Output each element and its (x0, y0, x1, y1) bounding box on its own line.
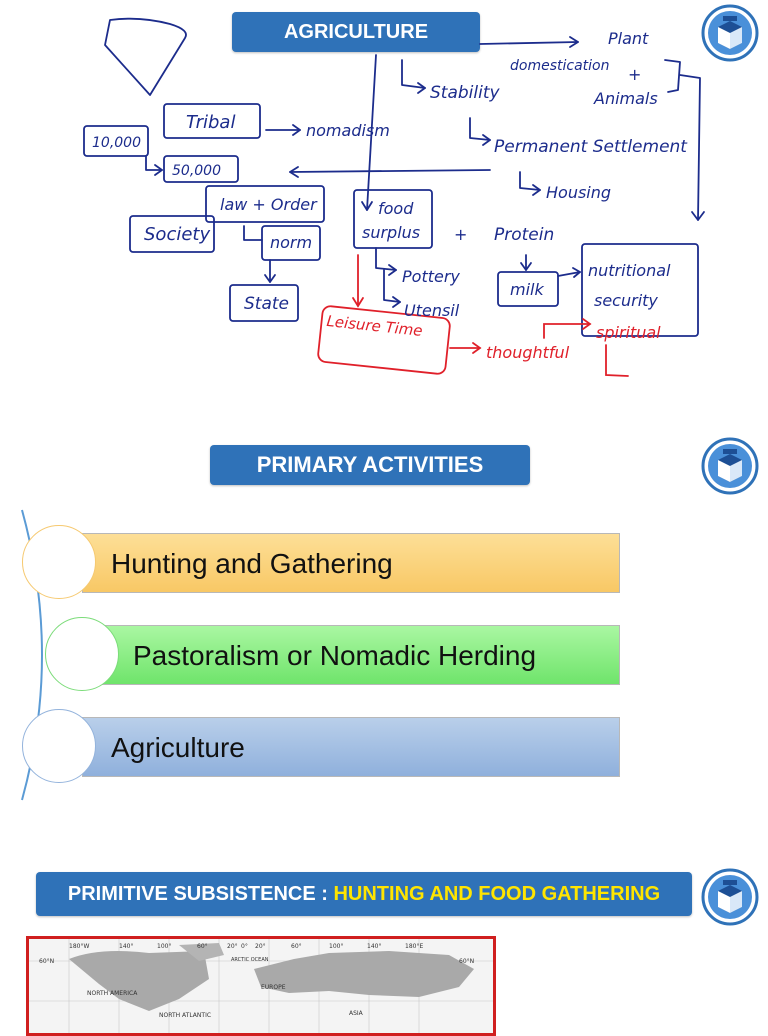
note-plus-1: + (628, 65, 641, 84)
map-lon-6: 20° (255, 943, 266, 950)
map-lon-7: 60° (291, 943, 302, 950)
note-animals: Animals (593, 89, 658, 108)
map-north-atlantic: NORTH ATLANTIC (159, 1012, 211, 1019)
map-north-america: NORTH AMERICA (87, 990, 138, 997)
note-milk: milk (510, 280, 544, 299)
title-highlight: HUNTING AND FOOD GATHERING (333, 883, 661, 905)
brand-logo-icon (701, 437, 759, 495)
note-plant: Plant (608, 29, 649, 48)
bullet-circle (22, 525, 96, 599)
map-lon-4: 20° (227, 943, 238, 950)
slide-title: PRIMITIVE SUBSISTENCE : HUNTING AND FOOD… (36, 872, 692, 916)
note-10000: 10,000 (92, 135, 141, 151)
note-spiritual: spiritual (596, 323, 661, 342)
note-domestication: domestication (510, 58, 609, 74)
title-prefix: PRIMITIVE SUBSISTENCE : (67, 883, 334, 905)
slide-agriculture: AGRICULTURE (0, 0, 768, 400)
world-map: 180°W 140° 100° 60° 20° 0° 20° 60° 100° … (26, 936, 496, 1036)
map-europe: EUROPE (261, 984, 286, 991)
bullet-circle (45, 617, 119, 691)
note-utensil: Utensil (404, 301, 460, 320)
note-permanent-settlement: Permanent Settlement (494, 137, 688, 157)
map-lat-right: 60°N (459, 958, 474, 965)
activity-hunting-gathering: Hunting and Gathering (82, 533, 620, 593)
map-lon-3: 60° (197, 943, 208, 950)
slide-primary-activities: PRIMARY ACTIVITIES Hunting and Gathering… (0, 420, 768, 820)
note-tribal: Tribal (186, 112, 235, 133)
map-lon-10: 180°E (405, 943, 423, 950)
map-asia: ASIA (349, 1010, 364, 1017)
note-protein: Protein (494, 225, 554, 245)
note-food: food (378, 199, 414, 218)
note-society: Society (144, 224, 210, 245)
activity-agriculture: Agriculture (82, 717, 620, 777)
brand-logo-icon (701, 4, 759, 62)
bullet-circle (22, 709, 96, 783)
brand-logo-icon (701, 868, 759, 926)
note-nutritional: nutritional (588, 261, 671, 280)
note-state: State (244, 294, 289, 314)
map-lon-1: 140° (119, 943, 133, 950)
handwritten-notes: Plant domestication + Animals Stability … (83, 17, 705, 377)
note-surplus: surplus (362, 223, 420, 242)
note-pottery: Pottery (402, 267, 460, 286)
map-graphic: 180°W 140° 100° 60° 20° 0° 20° 60° 100° … (29, 939, 493, 1033)
map-lon-0: 180°W (69, 943, 89, 950)
note-law-order: law + Order (220, 195, 318, 214)
note-thoughtful: thoughtful (486, 343, 570, 362)
map-lon-2: 100° (157, 943, 171, 950)
activity-pastoralism: Pastoralism or Nomadic Herding (82, 625, 620, 685)
map-lon-8: 100° (329, 943, 343, 950)
note-norm: norm (270, 233, 312, 252)
note-50000: 50,000 (172, 163, 221, 179)
note-security: security (594, 291, 658, 310)
slide-primitive-subsistence: PRIMITIVE SUBSISTENCE : HUNTING AND FOOD… (0, 840, 768, 1036)
slide-title: AGRICULTURE (232, 12, 480, 52)
slide-title: PRIMARY ACTIVITIES (210, 445, 530, 485)
map-lat-left: 60°N (39, 958, 54, 965)
note-nomadism: nomadism (306, 121, 390, 140)
map-lon-5: 0° (241, 943, 248, 950)
note-plus-2: + (454, 225, 467, 244)
map-lon-9: 140° (367, 943, 381, 950)
map-arctic: ARCTIC OCEAN (231, 957, 269, 963)
note-housing: Housing (546, 183, 611, 202)
note-stability: Stability (430, 83, 501, 103)
